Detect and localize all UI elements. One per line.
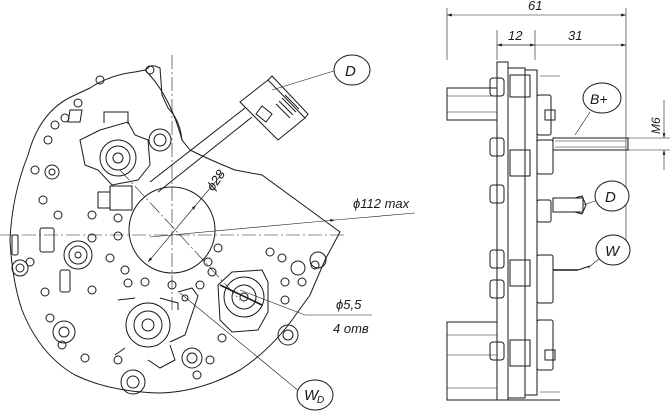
plate-slots [11, 109, 83, 293]
dim-front-offset: 12 [508, 28, 523, 43]
callout-d-front [333, 54, 371, 86]
callout-d-side-label: D [605, 189, 616, 206]
callout-wd-subscript: D [317, 395, 324, 406]
side-view: 61 12 31 [446, 0, 670, 401]
callout-w-label: W [605, 243, 621, 260]
side-components [489, 74, 560, 393]
callout-wd [296, 379, 334, 411]
dim-thread: M6 [649, 117, 663, 134]
callout-d-side [594, 180, 630, 212]
callout-d-front-label: D [345, 63, 356, 80]
callout-w [595, 234, 631, 266]
dim-inner-diameter: ϕ28 [203, 166, 228, 193]
plate-holes [25, 65, 320, 380]
diode-holder-right [217, 269, 269, 333]
connector-d-front [149, 75, 309, 193]
dim-outer-diameter: ϕ112 max [353, 196, 410, 211]
callout-wd-label: W [304, 387, 320, 404]
rectifier-plate-outline [9, 65, 341, 394]
dim-hole-count: 4 отв [333, 321, 369, 336]
diode-holder-lower [114, 287, 199, 369]
mounting-holes [11, 128, 327, 395]
callout-b-plus [582, 82, 622, 114]
dim-rear-length: 31 [568, 28, 582, 43]
diode-holder-upper [79, 111, 151, 211]
dim-hole-diameter: ϕ5,5 [336, 297, 362, 312]
dim-overall-depth: 61 [528, 0, 542, 13]
callout-b-plus-label: B+ [590, 91, 608, 107]
front-view: ϕ28 ϕ112 max ϕ5,5 4 отв [0, 54, 416, 411]
